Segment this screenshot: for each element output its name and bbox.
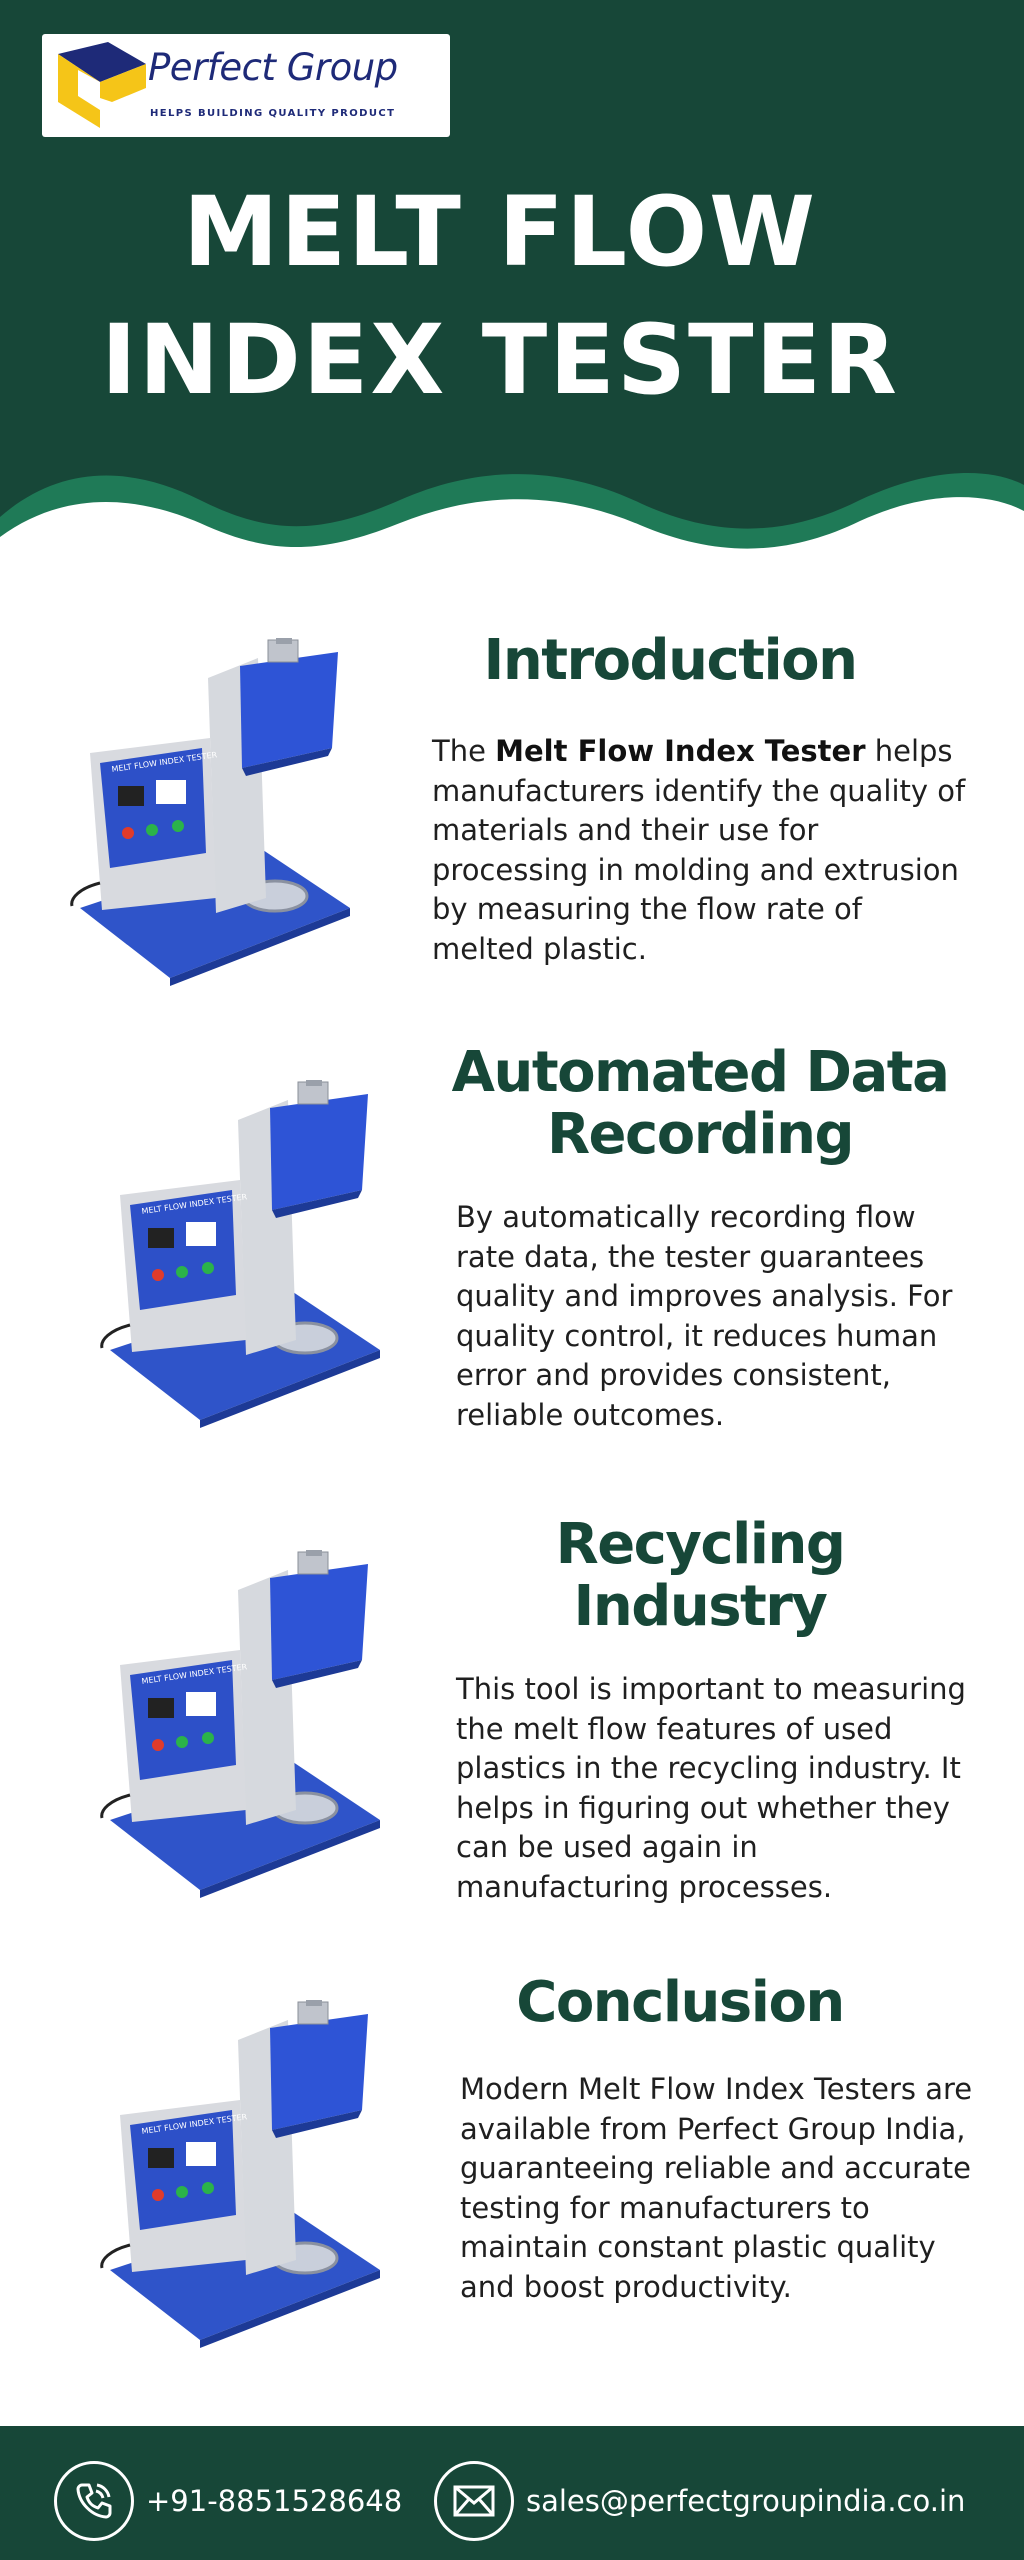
product-image: MELT FLOW INDEX TESTER (100, 1550, 380, 1898)
phone-icon (76, 2483, 112, 2519)
body-text-post: helps manufacturers identify the quality… (432, 734, 966, 966)
wave-divider (0, 472, 1024, 575)
section-automated-data-recording: MELT FLOW INDEX TESTER Automated Data Re… (0, 1030, 1024, 1470)
section-title: Conclusion (516, 1970, 845, 2035)
phone-contact[interactable]: +91-8851528648 (54, 2458, 402, 2544)
logo-mark-icon (58, 42, 146, 128)
footer-contact-bar: +91-8851528648 sales@perfectgroupindia.c… (0, 2426, 1024, 2560)
section-body: By automatically recording flow rate dat… (456, 1200, 953, 1432)
envelope-icon-circle (434, 2461, 514, 2541)
email-contact[interactable]: sales@perfectgroupindia.co.in (434, 2458, 965, 2544)
phone-number[interactable]: +91-8851528648 (146, 2484, 403, 2518)
section-conclusion: MELT FLOW INDEX TESTER Conclusion Modern… (0, 1960, 1024, 2400)
section-body: This tool is important to measuring the … (456, 1672, 966, 1904)
section-body: The Melt Flow Index Tester helps manufac… (432, 732, 972, 969)
section-title: Introduction (483, 628, 858, 693)
section-recycling-industry: MELT FLOW INDEX TESTER Recycling Industr… (0, 1500, 1024, 1940)
brand-logo[interactable]: Perfect Group HELPS BUILDING QUALITY PRO… (42, 34, 450, 137)
section-introduction: MELT FLOW INDEX TESTER Introduction The … (0, 600, 1024, 1020)
envelope-icon (453, 2485, 495, 2517)
body-text-pre: The (432, 734, 496, 768)
section-body: Modern Melt Flow Index Testers are avail… (460, 2072, 973, 2304)
email-address[interactable]: sales@perfectgroupindia.co.in (526, 2484, 966, 2518)
page-title: MELT FLOW INDEX TESTER (101, 176, 899, 416)
phone-icon-circle (54, 2461, 134, 2541)
body-product-name: Melt Flow Index Tester (495, 734, 866, 768)
product-image: MELT FLOW INDEX TESTER (100, 1080, 380, 1428)
header-banner: Perfect Group HELPS BUILDING QUALITY PRO… (0, 0, 1024, 575)
product-image: MELT FLOW INDEX TESTER (100, 2000, 380, 2348)
brand-tagline: HELPS BUILDING QUALITY PRODUCT (150, 108, 396, 119)
section-title: Recycling Industry (555, 1512, 846, 1639)
product-image: MELT FLOW INDEX TESTER (70, 638, 350, 986)
brand-name: Perfect Group (148, 46, 398, 89)
section-title: Automated Data Recording (451, 1040, 950, 1167)
